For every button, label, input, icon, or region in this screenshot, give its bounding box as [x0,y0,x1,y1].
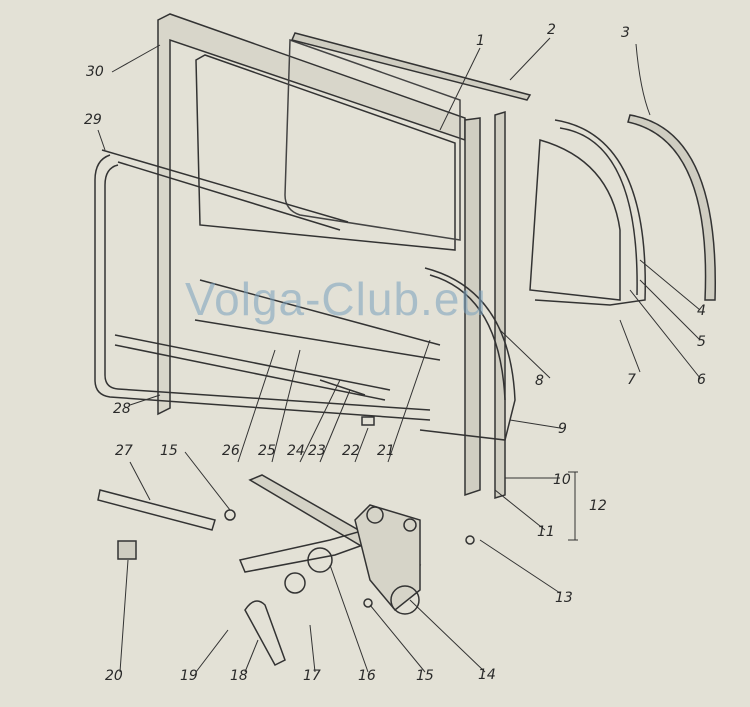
part-label-26: 26 [222,443,240,459]
part-label-29: 29 [84,112,102,128]
bolt-15 [224,509,236,521]
part-label-13: 13 [555,590,573,606]
belt-strips [114,279,441,401]
part-label-28: 28 [113,401,131,417]
vent-glass [529,139,621,301]
front-glass [284,38,461,241]
part-label-23: 23 [308,443,326,459]
part-label-2: 2 [547,22,556,38]
support-bracket-27 [97,489,216,531]
part-label-15-upper: 15 [160,443,178,459]
part-label-10: 10 [553,472,571,488]
part-label-12: 12 [589,498,607,514]
vent-frame [534,119,646,306]
part-label-1: 1 [476,33,485,49]
part-label-21: 21 [377,443,395,459]
part-label-30: 30 [86,64,104,80]
door-frame [157,13,466,416]
clip-22 [361,416,375,426]
nut-15 [363,598,373,608]
watermark: Volga-Club.eu [185,273,487,325]
part-label-4: 4 [697,303,706,319]
part-label-11: 11 [537,524,555,540]
front-seal-8 [419,267,516,441]
part-label-14: 14 [478,667,496,683]
part-label-22: 22 [342,443,360,459]
part-label-15-lower: 15 [416,668,434,684]
part-label-27: 27 [115,443,133,459]
part-label-6: 6 [697,372,706,388]
part-label-25: 25 [258,443,276,459]
clip-20 [117,540,137,560]
division-channel [464,110,506,500]
part-label-17: 17 [303,668,321,684]
part-label-5: 5 [697,334,706,350]
leader-lines [97,37,701,673]
glass-run-channel [94,149,431,421]
window-regulator [238,474,422,615]
part-label-24: 24 [287,443,305,459]
vent-seal-3 [627,114,717,301]
crank-handle-18 [244,600,286,666]
part-label-16: 16 [358,668,376,684]
part-label-19: 19 [180,668,198,684]
part-label-9: 9 [558,421,567,437]
part-label-8: 8 [535,373,544,389]
washer-17 [284,572,306,594]
part-label-3: 3 [621,25,630,41]
part-label-20: 20 [105,668,123,684]
screw-13 [465,535,475,545]
top-channel [290,32,532,101]
part-label-18: 18 [230,668,248,684]
part-label-7: 7 [627,372,636,388]
